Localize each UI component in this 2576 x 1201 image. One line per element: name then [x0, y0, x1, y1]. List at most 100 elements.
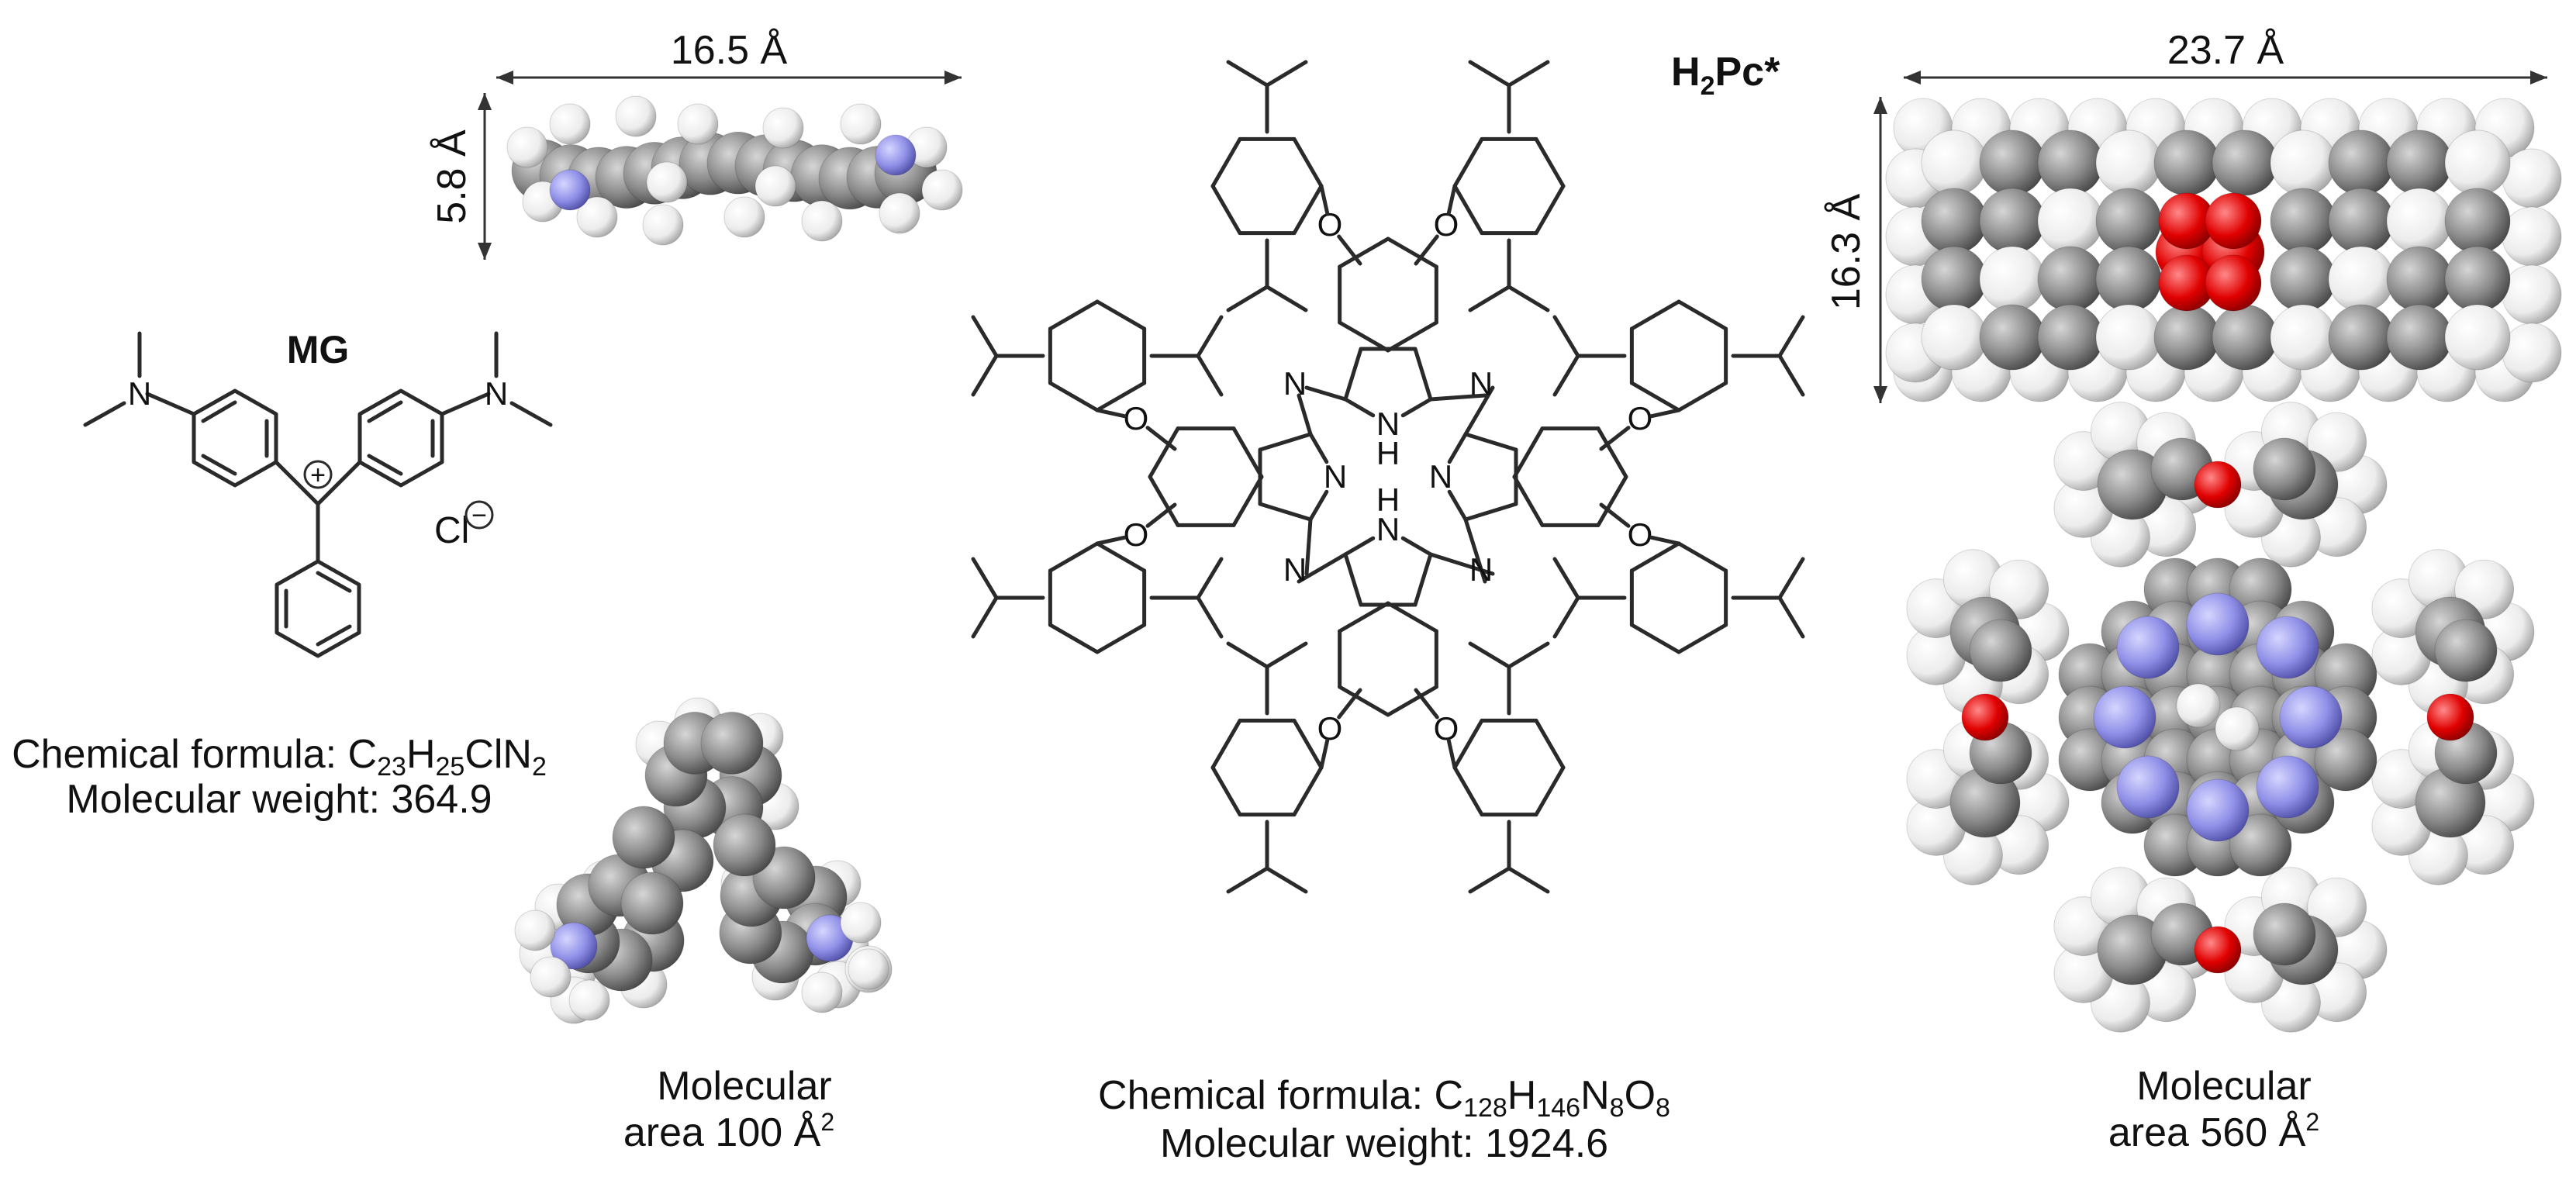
- pc-height-dimension: 16.3 Å: [1824, 97, 1887, 403]
- mg-top-view-model: [514, 697, 893, 1024]
- mg-width-label: 16.5 Å: [671, 28, 788, 73]
- bond: [1452, 136, 1484, 188]
- pc-area-line2: area 560 Å2: [2108, 1108, 2319, 1155]
- hydrogen-atom: [2502, 323, 2562, 383]
- inner-hydrogen-label: H: [1376, 435, 1400, 471]
- bond: [1343, 397, 1376, 418]
- bond: [1414, 234, 1439, 266]
- bond: [1534, 718, 1566, 770]
- hydrogen-atom: [568, 979, 610, 1021]
- carbon-atom: [713, 813, 776, 877]
- mg-left-ring: [192, 388, 278, 488]
- nitrogen-atom: [549, 169, 591, 211]
- bond: [1629, 623, 1681, 654]
- bond: [1095, 381, 1147, 412]
- hydrogen-atom: [514, 909, 556, 951]
- carbon-atom: [2434, 619, 2498, 682]
- bond: [1226, 866, 1269, 894]
- bond: [1447, 432, 1468, 464]
- hydrogen-atom: [2270, 304, 2336, 371]
- carbon-atom: [2270, 188, 2336, 254]
- bond: [1095, 408, 1127, 419]
- carbon-atom: [2328, 304, 2395, 371]
- pc-top-view-model: [1906, 402, 2535, 1033]
- bond: [1304, 385, 1348, 402]
- bond: [1210, 136, 1242, 188]
- bond: [971, 595, 999, 639]
- bond: [1428, 393, 1487, 402]
- bond: [1777, 315, 1805, 358]
- carbon-atom: [1921, 188, 1987, 254]
- bond: [1338, 320, 1390, 353]
- bond: [1292, 136, 1324, 188]
- mg-width-dimension: 16.5 Å: [496, 28, 962, 85]
- bond: [1649, 535, 1681, 546]
- hydrogen-atom: [2444, 304, 2511, 371]
- bond: [1446, 184, 1457, 216]
- carbon-atom: [1921, 246, 1987, 312]
- hydrogen-atom: [1921, 304, 1987, 371]
- oxygen-atom: [2194, 926, 2242, 974]
- bond: [1145, 502, 1177, 528]
- carbon-atom: [2386, 129, 2453, 196]
- bond: [1343, 536, 1376, 557]
- meso-nitrogen-label: N: [1283, 551, 1307, 588]
- bond: [1629, 381, 1681, 412]
- carbon-atom: [2270, 246, 2336, 312]
- nitrogen-atom: [875, 134, 917, 176]
- bond: [1599, 502, 1631, 528]
- mg-right-amine-label: N: [485, 375, 508, 412]
- bond: [1512, 426, 1545, 479]
- bond: [1676, 299, 1728, 331]
- pc-name-label: H2Pc*: [1671, 50, 1780, 101]
- bond: [1210, 718, 1242, 770]
- inner-nitrogen-label: N: [1429, 458, 1452, 495]
- oxygen-atom: [2205, 192, 2262, 250]
- hydrogen-atom: [2037, 188, 2104, 254]
- bond: [1507, 866, 1550, 894]
- bond: [971, 354, 999, 397]
- bond: [1258, 502, 1313, 522]
- hydrogen-atom: [2502, 148, 2562, 209]
- bond: [1231, 475, 1264, 527]
- carbon-atom: [2212, 304, 2278, 371]
- oxygen-atom: [2205, 254, 2262, 312]
- mg-phenyl-ring: [275, 559, 361, 658]
- bond: [1265, 641, 1308, 669]
- carbon-atom: [2253, 437, 2316, 501]
- mg-minus-sign: −: [471, 501, 487, 530]
- pc-molecular-weight: Molecular weight: 1924.6: [1160, 1121, 1608, 1166]
- bond: [1095, 535, 1127, 546]
- mg-name-label: MG: [287, 328, 350, 371]
- bond: [1196, 354, 1224, 397]
- bond: [1676, 623, 1728, 654]
- carbon-atom: [700, 711, 764, 775]
- mg-structural-formula: MG + N N Cl −: [83, 328, 553, 658]
- bond: [1095, 299, 1147, 331]
- bond: [1596, 426, 1628, 479]
- carbon-atom: [2328, 129, 2395, 196]
- oxygen-atom: [2426, 693, 2474, 741]
- hydrogen-atom: [2176, 683, 2221, 728]
- bond: [1552, 557, 1580, 600]
- bond: [1534, 765, 1566, 817]
- hydrogen-atom: [2215, 706, 2260, 751]
- carbon-atom: [2095, 246, 2162, 312]
- carbon-atom: [2153, 304, 2220, 371]
- bond: [1196, 557, 1224, 600]
- hydrogen-atom: [2095, 304, 2162, 371]
- bond: [1095, 541, 1147, 573]
- mg-formula: Chemical formula: C23H25ClN2: [12, 732, 547, 782]
- carbon-atom: [612, 806, 675, 869]
- bond: [1512, 475, 1545, 527]
- oxygen-label: O: [1317, 206, 1343, 243]
- inner-nitrogen-label: N: [1376, 406, 1400, 442]
- carbon-atom: [1979, 304, 2046, 371]
- bond: [1148, 426, 1180, 479]
- carbon-atom: [1979, 188, 2046, 254]
- hydrogen-atom: [677, 103, 719, 145]
- bond: [1463, 502, 1518, 522]
- nitrogen-atom: [2116, 616, 2180, 679]
- nitrogen-atom: [2186, 592, 2250, 656]
